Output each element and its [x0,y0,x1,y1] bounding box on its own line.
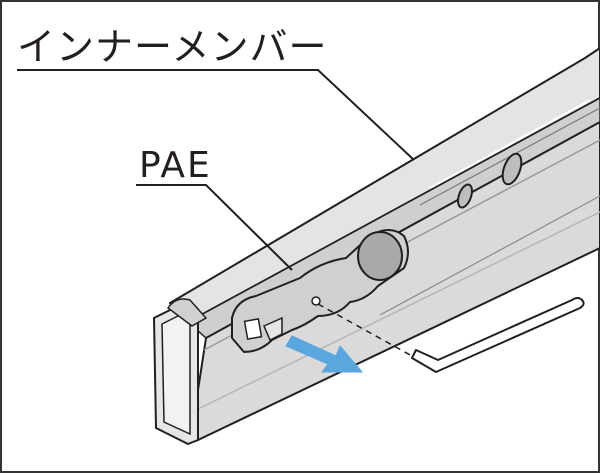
pull-direction-arrow [285,335,364,373]
inner-member-leader [17,69,415,161]
hex-key-guide-line [317,303,413,357]
rail-slot-2 [457,183,473,209]
rail-line-3 [379,195,600,316]
rail-line-5 [429,99,591,189]
inner-member-label: インナーメンバー [17,25,328,69]
pae-lever-notch [263,316,283,342]
rail-line-2 [195,211,600,411]
rail-slot-1 [501,152,523,186]
pae-label: PAE [139,145,212,186]
hex-key [411,297,585,373]
rail-upper-groove [186,97,600,339]
rail-end-cap-inner [161,313,191,436]
rail-top-lip [166,298,208,327]
pae-leader [136,184,293,271]
pae-lever-round-window [357,231,403,281]
pae-lever-tab [243,318,263,340]
pae-lever-pin [311,296,321,306]
